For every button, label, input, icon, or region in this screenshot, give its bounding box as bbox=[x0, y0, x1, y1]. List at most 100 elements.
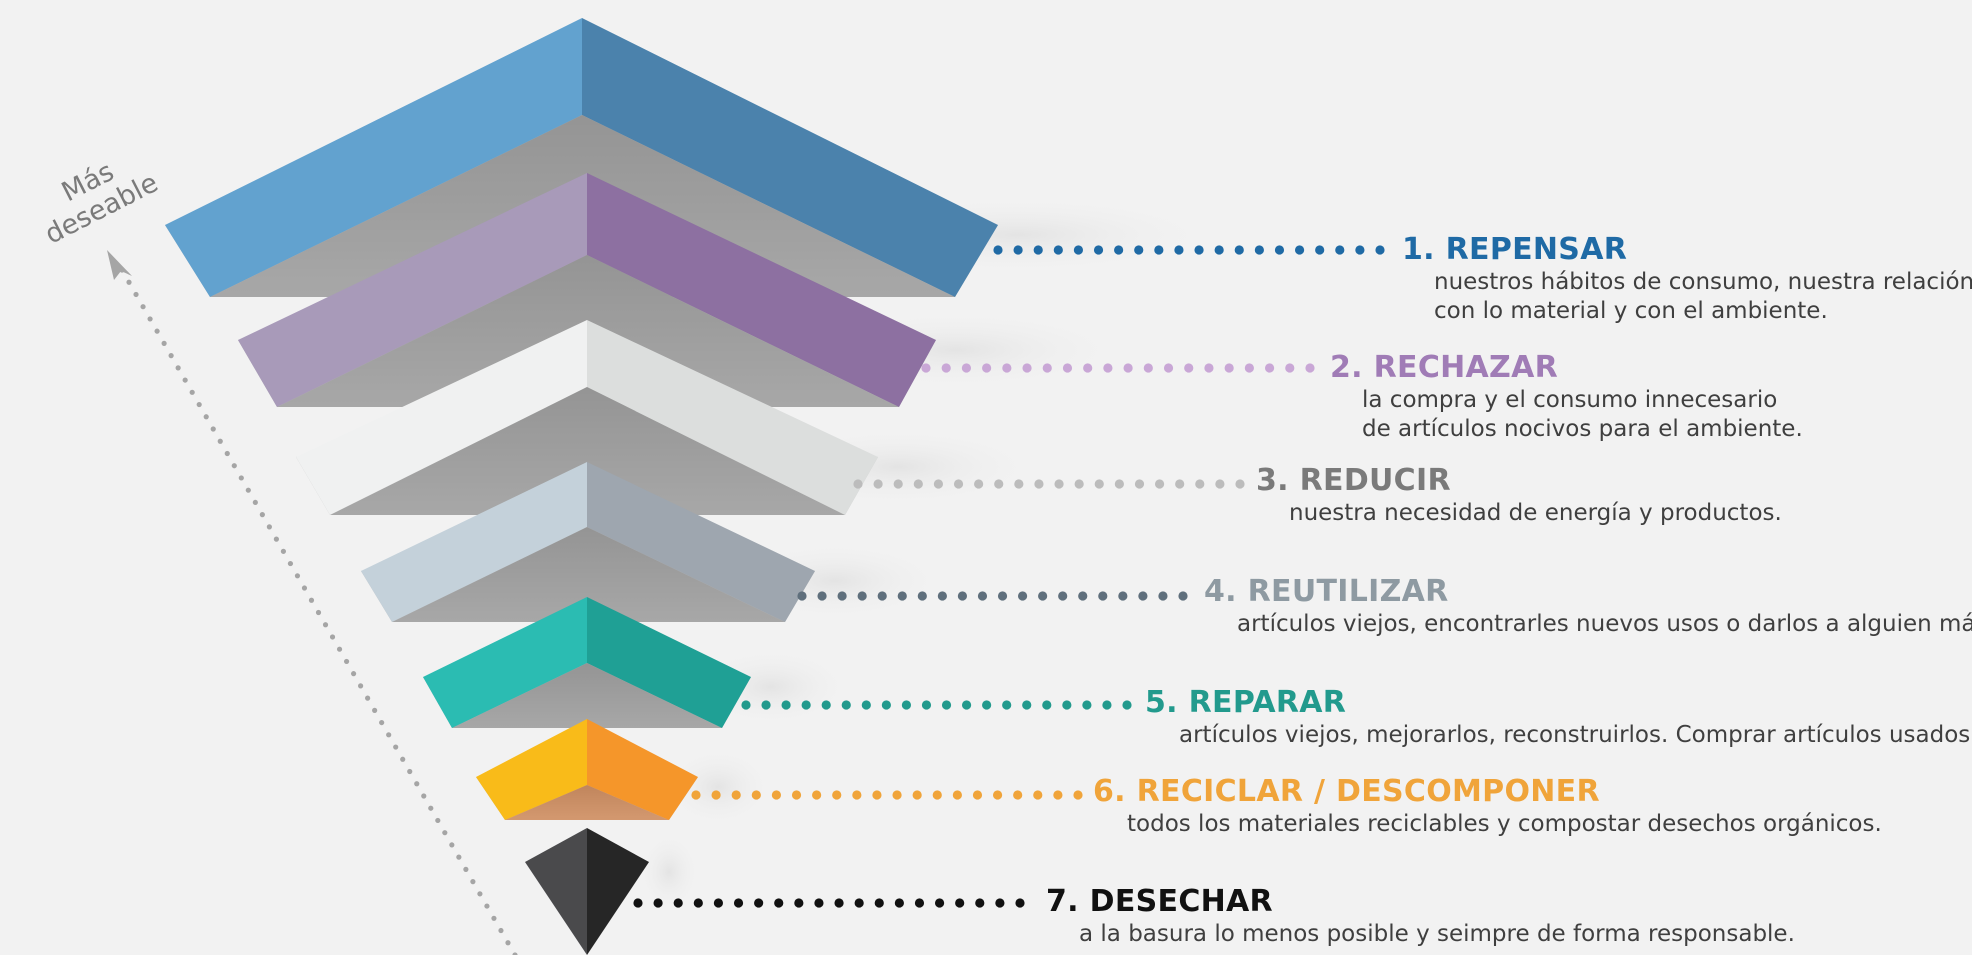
leader-dot bbox=[1178, 591, 1188, 601]
leader-dot bbox=[872, 790, 882, 800]
arrow-dot bbox=[365, 695, 371, 701]
leader-dot bbox=[1174, 245, 1184, 255]
leader-dot bbox=[873, 479, 883, 489]
leader-dot bbox=[961, 700, 972, 710]
leader-dot bbox=[1015, 898, 1025, 908]
leader-dot bbox=[1062, 700, 1072, 710]
arrow-dot bbox=[498, 927, 504, 934]
leader-dot bbox=[1224, 363, 1234, 373]
leader-dot bbox=[1022, 700, 1032, 710]
leader-dot bbox=[1103, 363, 1113, 373]
level-4-description: artículos viejos, encontrarles nuevos us… bbox=[1237, 610, 1972, 639]
leader-dot bbox=[1214, 245, 1224, 255]
leader-dot bbox=[774, 898, 784, 908]
arrow-dot bbox=[350, 671, 357, 677]
leader-dot bbox=[834, 898, 844, 908]
leader-dot bbox=[1062, 363, 1073, 373]
leader-dot bbox=[901, 700, 912, 710]
arrow-dot bbox=[421, 793, 427, 799]
tier-2-face-left bbox=[238, 173, 587, 407]
leader-dot bbox=[881, 700, 891, 710]
tier-6-face-right bbox=[587, 719, 698, 820]
leader-dot bbox=[897, 591, 907, 601]
arrow-dot bbox=[259, 512, 265, 518]
leader-dot bbox=[1123, 363, 1133, 373]
leader-dot bbox=[1134, 479, 1145, 489]
leader-dot bbox=[1002, 700, 1012, 710]
level-7-description: a la basura lo menos posible y seimpre d… bbox=[1079, 920, 1795, 949]
arrow-dot bbox=[273, 536, 279, 542]
leader-dot bbox=[1305, 363, 1315, 373]
tier-6 bbox=[476, 719, 774, 827]
tier-5-inner-shade bbox=[452, 663, 722, 728]
leader-dot bbox=[741, 700, 751, 710]
leader-dot bbox=[837, 591, 847, 601]
arrow-dot bbox=[203, 414, 209, 420]
description-line: a la basura lo menos posible y seimpre d… bbox=[1079, 921, 1795, 947]
leader-dot bbox=[1013, 790, 1023, 800]
leader-dot bbox=[711, 790, 721, 800]
level-number: 7. bbox=[1046, 884, 1090, 919]
leader-dot bbox=[941, 700, 952, 710]
arrow-dot bbox=[196, 401, 202, 408]
leader-dot bbox=[1082, 700, 1092, 710]
leader-dot bbox=[921, 363, 931, 373]
level-1-description: nuestros hábitos de consumo, nuestra rel… bbox=[1434, 268, 1972, 326]
arrow-dot bbox=[161, 340, 167, 346]
leader-dot bbox=[857, 591, 867, 601]
arrow-dot bbox=[231, 463, 237, 469]
arrow-dot bbox=[435, 817, 441, 824]
leader-dot bbox=[1013, 245, 1023, 255]
arrow-dot bbox=[322, 622, 329, 628]
leader-dot bbox=[934, 898, 945, 908]
leader-dot bbox=[1073, 245, 1084, 255]
tier-1-face-left bbox=[165, 18, 582, 297]
leader-dot bbox=[941, 363, 951, 373]
tier-4 bbox=[361, 462, 949, 622]
level-2-title: 2. RECHAZAR bbox=[1330, 350, 1803, 386]
leader-dot bbox=[821, 700, 831, 710]
level-name: DESECHAR bbox=[1089, 884, 1273, 919]
arrow-dot bbox=[372, 707, 378, 713]
arrow-dot bbox=[301, 585, 308, 591]
leader-dot bbox=[1143, 363, 1153, 373]
leader-dot bbox=[814, 898, 824, 908]
description-line: de artículos nocivos para el ambiente. bbox=[1362, 416, 1803, 442]
tier-3-face-left bbox=[296, 320, 587, 515]
leader-dot bbox=[972, 790, 983, 800]
leader-dots-5 bbox=[741, 700, 1132, 710]
tier-5-face-right bbox=[587, 597, 751, 728]
tier-3 bbox=[296, 320, 1044, 515]
leader-dot bbox=[1355, 245, 1365, 255]
leader-dot bbox=[693, 898, 703, 908]
leader-dot bbox=[781, 700, 791, 710]
arrow-dot bbox=[280, 548, 287, 554]
arrow-dot bbox=[505, 940, 511, 946]
level-6-description: todos los materiales reciclables y compo… bbox=[1127, 810, 1882, 839]
leader-dot bbox=[995, 898, 1005, 908]
leader-dot bbox=[1215, 479, 1225, 489]
leader-dot bbox=[1098, 591, 1108, 601]
leader-dot bbox=[691, 790, 701, 800]
leader-dot bbox=[733, 898, 744, 908]
leader-dot bbox=[953, 479, 964, 489]
leader-dot bbox=[731, 790, 741, 800]
leader-dot bbox=[1254, 245, 1264, 255]
leader-dot bbox=[1058, 591, 1068, 601]
leader-dot bbox=[1053, 245, 1063, 255]
arrow-dot bbox=[358, 683, 364, 689]
leader-dot bbox=[1195, 479, 1205, 489]
leader-dot bbox=[975, 898, 985, 908]
arrow-dot bbox=[449, 842, 455, 848]
arrow-dot bbox=[182, 377, 188, 383]
leader-dot bbox=[952, 790, 962, 800]
leader-dot bbox=[1073, 790, 1083, 800]
leader-dot bbox=[1175, 479, 1185, 489]
leader-dot bbox=[673, 898, 683, 908]
arrow-dot bbox=[456, 854, 462, 860]
